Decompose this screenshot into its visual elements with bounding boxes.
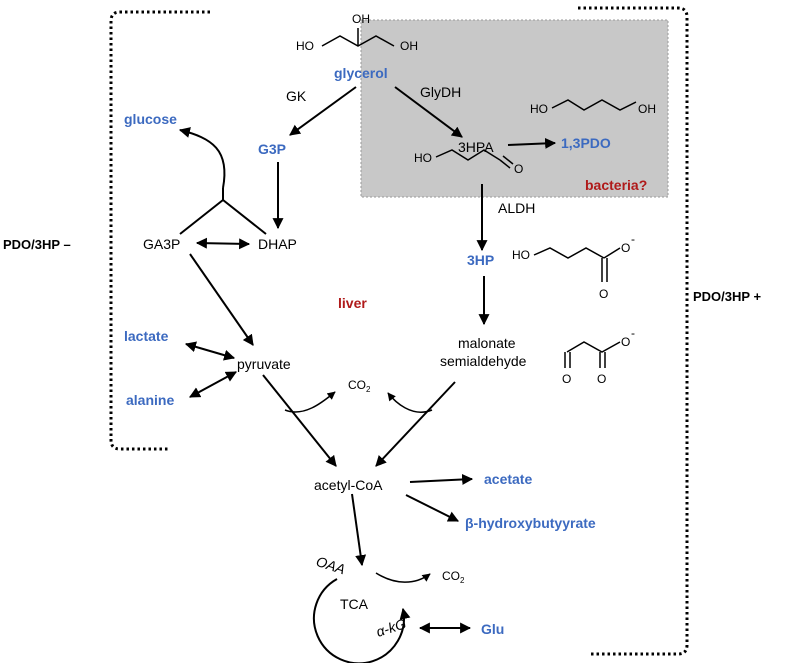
co2-label-top: CO2 <box>348 378 371 394</box>
arrow-tca-co2 <box>375 572 431 583</box>
oaa-label: OAA <box>314 553 347 577</box>
ga3p-label: GA3P <box>143 236 180 252</box>
svg-text:-: - <box>631 232 635 246</box>
liver-label: liver <box>338 295 367 311</box>
hydroxybutyrate-label: β-hydroxybutyyrate <box>465 515 596 531</box>
svg-text:O: O <box>621 241 630 255</box>
akg-label: α-kG <box>374 615 408 640</box>
acetate-label: acetate <box>484 471 532 487</box>
malonate-label-line1: malonate <box>458 335 516 351</box>
svg-text:HO: HO <box>512 248 530 262</box>
arrow-acetylcoa-oaa <box>351 493 367 567</box>
glycerol-structure: HO OH OH <box>296 12 418 53</box>
fork-ga3p-dhap <box>179 198 267 235</box>
svg-text:O: O <box>621 335 630 349</box>
tca-label: TCA <box>340 596 369 612</box>
reaction-arrows <box>178 86 557 663</box>
arrow-alanine-pyruvate <box>189 371 237 398</box>
co2-label-bottom: CO2 <box>442 569 465 585</box>
left-bracket <box>109 10 210 451</box>
svg-text:OH: OH <box>400 39 418 53</box>
glu-label: Glu <box>481 621 504 637</box>
3hp-structure: HO O - O <box>512 232 635 301</box>
svg-text:O: O <box>562 372 571 386</box>
arrow-acetylcoa-hydroxybutyrate <box>405 494 459 522</box>
pdo-label: 1,3PDO <box>561 135 611 151</box>
alanine-label: alanine <box>126 392 174 408</box>
g3p-label: G3P <box>258 141 286 157</box>
glycerol-label: glycerol <box>334 65 388 81</box>
aldh-label: ALDH <box>498 200 535 216</box>
gk-label: GK <box>286 88 307 104</box>
lactate-label: lactate <box>124 328 169 344</box>
svg-text:OH: OH <box>352 12 370 26</box>
pdo-structure: HO OH <box>530 99 656 116</box>
arrow-pyruvate-acetylcoa <box>262 374 337 467</box>
malonate-label-line2: semialdehyde <box>440 353 527 369</box>
arrow-lactate-pyruvate <box>184 341 236 361</box>
svg-text:O: O <box>599 287 608 301</box>
svg-text:O: O <box>597 372 606 386</box>
pyruvate-label: pyruvate <box>237 356 291 372</box>
bacteria-label: bacteria? <box>585 177 647 193</box>
svg-text:OH: OH <box>638 102 656 116</box>
arrow-3hpa-pdo <box>507 137 557 149</box>
right-side-label: PDO/3HP + <box>693 289 761 304</box>
arrow-malonate-acetylcoa <box>375 381 456 467</box>
arrow-malonate-co2 <box>387 392 433 413</box>
glydh-label: GlyDH <box>420 84 461 100</box>
arrow-ga3p-pyruvate <box>189 253 254 346</box>
arrow-ga3p-dhap <box>195 237 251 250</box>
3hp-label: 3HP <box>467 252 494 268</box>
left-side-label: PDO/3HP – <box>3 237 71 252</box>
svg-text:O: O <box>514 162 523 176</box>
svg-text:HO: HO <box>296 39 314 53</box>
dhap-label: DHAP <box>258 236 297 252</box>
arrow-to-glucose <box>178 127 226 189</box>
malonate-structure: O - O O <box>562 326 635 386</box>
svg-text:HO: HO <box>530 102 548 116</box>
tca-cycle <box>313 578 411 663</box>
arrow-glycerol-g3p <box>289 86 357 136</box>
svg-text:HO: HO <box>414 151 432 165</box>
glucose-label: glucose <box>124 111 177 127</box>
svg-text:-: - <box>631 326 635 340</box>
arrow-pyruvate-co2 <box>284 391 336 413</box>
arrow-acetylcoa-acetate <box>409 473 474 485</box>
3hpa-label: 3HPA <box>458 139 494 155</box>
acetyl-coa-label: acetyl-CoA <box>314 477 383 493</box>
hpa-structure: HO O <box>414 149 523 176</box>
arrow-glycerol-3hpa <box>394 86 463 138</box>
